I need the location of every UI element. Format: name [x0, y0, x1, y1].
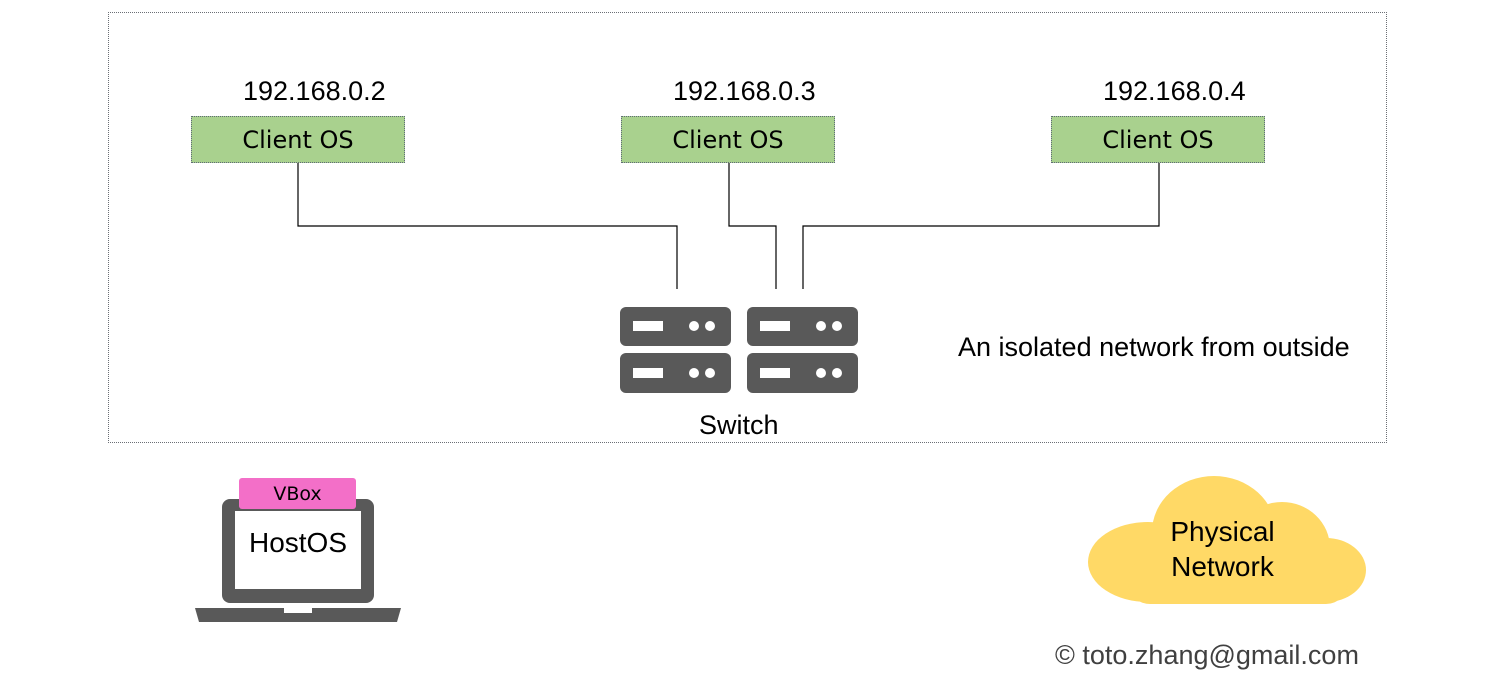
laptop-icon [195, 499, 401, 622]
cloud-label-line-2: Network [1171, 551, 1274, 582]
client-3-ip: 192.168.0.4 [1103, 76, 1246, 106]
client-2-label: Client OS [672, 125, 784, 154]
link-client-2 [728, 163, 777, 289]
client-2-ip: 192.168.0.3 [673, 76, 816, 106]
switch-label: Switch [699, 410, 779, 440]
client-2-box: Client OS [621, 116, 835, 163]
cloud-label: Physical Network [1110, 514, 1335, 584]
client-3-label: Client OS [1102, 125, 1214, 154]
client-1-ip: 192.168.0.2 [243, 76, 386, 106]
cloud-label-line-1: Physical [1170, 516, 1275, 547]
link-client-3 [802, 163, 1160, 289]
switch-icon [620, 307, 858, 393]
vbox-badge: VBox [239, 478, 356, 509]
isolated-network-label: An isolated network from outside [958, 332, 1350, 362]
cloud-icon [1088, 476, 1366, 604]
isolated-network-boundary [108, 12, 1387, 443]
copyright-text: © toto.zhang@gmail.com [1055, 640, 1359, 670]
link-client-1 [297, 163, 678, 289]
vbox-label: VBox [273, 482, 322, 505]
client-3-box: Client OS [1051, 116, 1265, 163]
client-1-label: Client OS [242, 125, 354, 154]
hostos-label: HostOS [248, 527, 348, 558]
client-1-box: Client OS [191, 116, 405, 163]
